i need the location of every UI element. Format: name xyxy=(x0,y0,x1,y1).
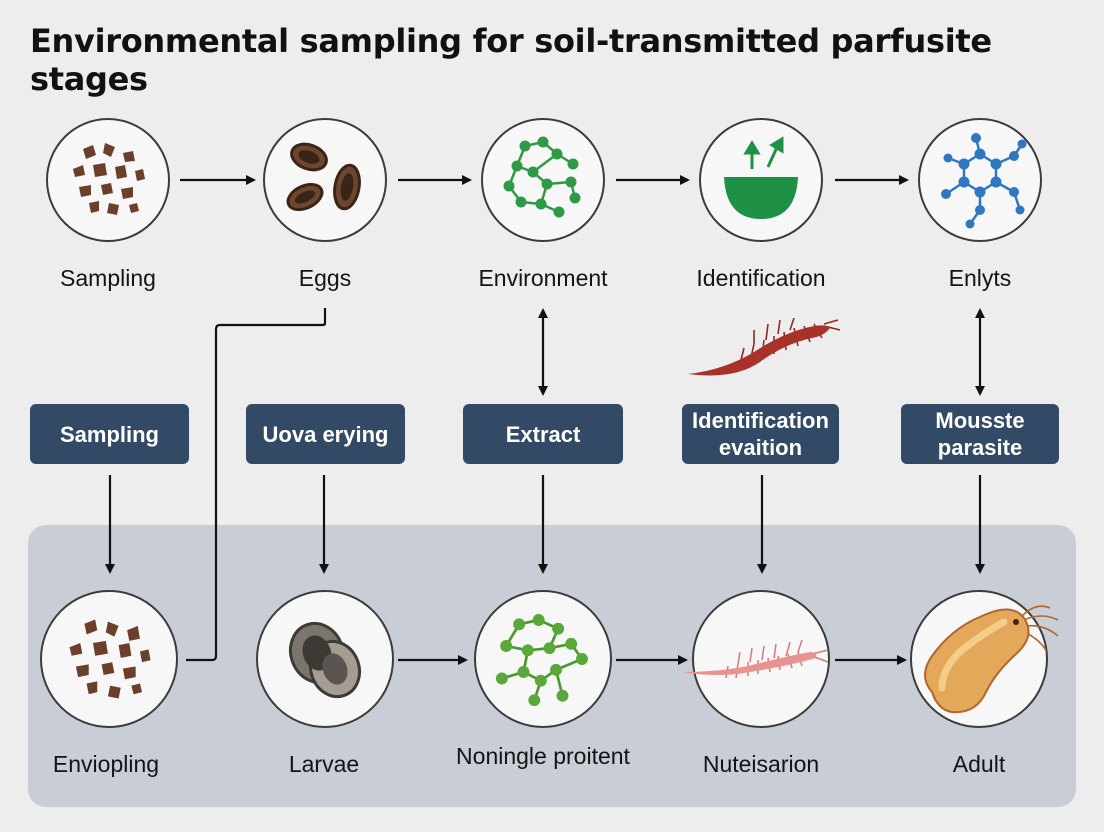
circle-identification xyxy=(699,118,823,242)
label-adult: Adult xyxy=(952,751,1006,777)
label-enlyts: Enlyts xyxy=(948,265,1012,291)
box-identification-evaition: Identification evaition xyxy=(682,404,839,464)
circle-enviopling xyxy=(40,590,178,728)
box-sampling: Sampling xyxy=(30,404,189,464)
label-nuteisarion: Nuteisarion xyxy=(702,751,820,777)
green-molecule-icon xyxy=(503,136,581,218)
label-sampling: Sampling xyxy=(60,265,156,291)
red-centipede-icon xyxy=(688,318,841,376)
bowl-arrows-icon xyxy=(724,136,798,219)
circle-environment xyxy=(481,118,605,242)
box-extract: Extract xyxy=(463,404,623,464)
box-uova-erying: Uova erying xyxy=(246,404,405,464)
label-identification: Identification xyxy=(696,265,826,291)
pink-worm-icon xyxy=(682,639,829,679)
circle-nuteisarion xyxy=(682,590,830,728)
box-mousste-parasite: Mousste parasite xyxy=(901,404,1059,464)
circle-enlyts xyxy=(918,118,1042,242)
blue-molecule-icon xyxy=(941,133,1027,229)
circle-eggs xyxy=(263,118,387,242)
label-larvae: Larvae xyxy=(288,751,360,777)
adult-parasite-icon xyxy=(924,605,1059,714)
diagram-title: Environmental sampling for soil-transmit… xyxy=(30,22,992,98)
soil-particles-icon xyxy=(69,619,151,699)
connector-eggs-enviopling xyxy=(186,308,327,662)
green-molecule-icon xyxy=(495,614,588,707)
label-environment: Environment xyxy=(478,265,608,291)
soil-particles-icon xyxy=(73,143,145,215)
circle-sampling xyxy=(46,118,170,242)
label-noningle-proitent: Noningle proitent xyxy=(456,743,630,769)
label-enviopling: Enviopling xyxy=(52,751,160,777)
larvae-shells-icon xyxy=(289,621,362,699)
circle-noningle-proitent xyxy=(474,590,612,728)
eggs-icon xyxy=(286,142,361,212)
circle-larvae xyxy=(256,590,394,728)
label-eggs: Eggs xyxy=(298,265,352,291)
circle-adult xyxy=(910,590,1059,728)
